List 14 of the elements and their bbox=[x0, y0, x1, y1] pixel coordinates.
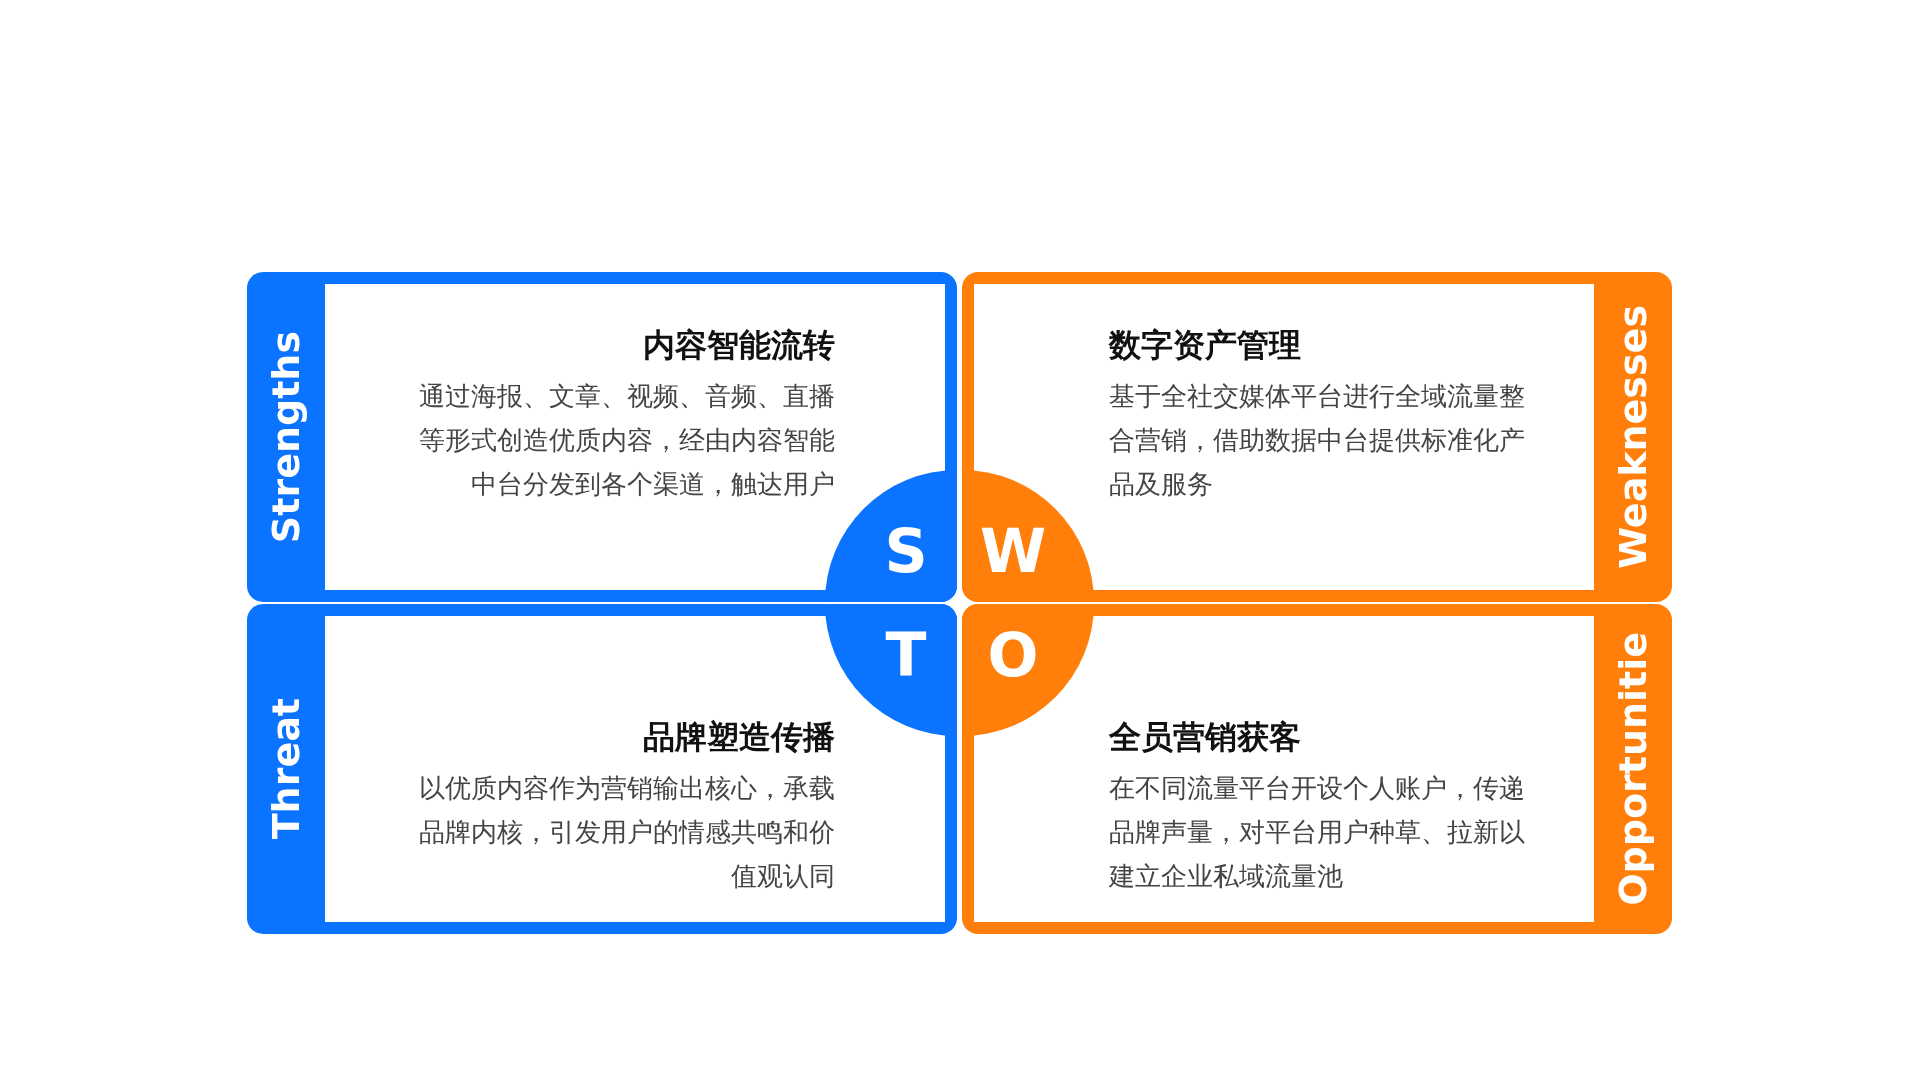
side-label: Threat bbox=[264, 698, 308, 840]
card-body: 在不同流量平台开设个人账户，传递品牌声量，对平台用户种草、拉新以建立企业私域流量池 bbox=[1109, 772, 1526, 893]
side-label: Weaknesses bbox=[1611, 305, 1655, 569]
card-heading: 全员营销获客 bbox=[1109, 717, 1301, 758]
side-label: Opportunitie bbox=[1611, 632, 1655, 906]
card-heading: 内容智能流转 bbox=[643, 325, 835, 366]
swot-card bbox=[247, 272, 957, 602]
swot-card bbox=[247, 604, 957, 934]
card-heading: 数字资产管理 bbox=[1109, 325, 1301, 366]
swot-card bbox=[962, 604, 1672, 934]
side-label: Strengths bbox=[264, 330, 308, 544]
swot-card bbox=[962, 272, 1672, 602]
card-body: 基于全社交媒体平台进行全域流量整合营销，借助数据中台提供标准化产品及服务 bbox=[1109, 380, 1526, 501]
card-body: 以优质内容作为营销输出核心，承载品牌内核，引发用户的情感共鸣和价值观认同 bbox=[418, 772, 835, 893]
